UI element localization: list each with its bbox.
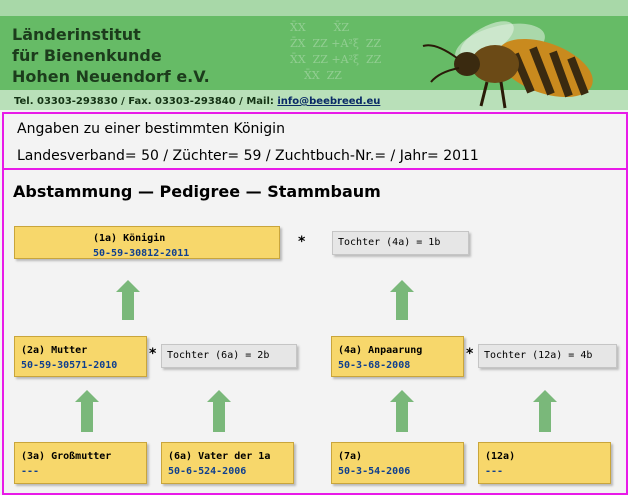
header-banner: X̄X X̄Z Z̄X ZZ +A²ξ ZZ X̄X ZZ +A²ξ ZZ X̄…: [0, 0, 628, 110]
mail-link[interactable]: info@beebreed.eu: [277, 96, 381, 107]
queen-info-panel: Angaben zu einer bestimmten Königin Land…: [2, 112, 628, 170]
node-12a-label: (12a): [485, 451, 516, 462]
pedigree-title: Abstammung — Pedigree — Stammbaum: [13, 182, 381, 201]
contact-line: Tel. 03303-293830 / Fax. 03303-293840 / …: [14, 96, 380, 107]
star-marker: *: [298, 234, 306, 250]
queen-label: (1a) Königin: [93, 233, 166, 244]
star-marker: *: [149, 346, 157, 362]
node-7a-label: (7a): [338, 451, 363, 462]
queen-info-title: Angaben zu einer bestimmten Königin: [17, 121, 285, 137]
arrow-up-icon: [207, 390, 231, 432]
daughter-6a-box: Tochter (6a) = 2b: [161, 344, 297, 368]
daughter-4a-box: Tochter (4a) = 1b: [332, 231, 469, 255]
father-id: 50-6-524-2006: [168, 466, 247, 477]
arrow-up-icon: [390, 280, 414, 320]
arrow-up-icon: [116, 280, 140, 320]
daughter-12a-box: Tochter (12a) = 4b: [478, 344, 617, 368]
institute-line: für Bienenkunde: [12, 46, 162, 65]
institute-name: Länderinstitut für Bienenkunde Hohen Neu…: [12, 24, 210, 87]
mother-label: (2a) Mutter: [21, 345, 88, 356]
mother-id: 50-59-30571-2010: [21, 360, 118, 371]
father-label: (6a) Vater der 1a: [168, 451, 271, 462]
institute-line: Länderinstitut: [12, 25, 141, 44]
grandmother-node[interactable]: (3a) Großmutter ---: [14, 442, 147, 484]
mating-label: (4a) Anpaarung: [338, 345, 423, 356]
banner-top-strip: [0, 0, 628, 16]
queen-id: 50-59-30812-2011: [93, 248, 190, 259]
node-12a[interactable]: (12a) ---: [478, 442, 611, 484]
mating-id: 50-3-68-2008: [338, 360, 411, 371]
bee-icon: [422, 21, 593, 109]
arrow-up-icon: [390, 390, 414, 432]
queen-node[interactable]: (1a) Königin 50-59-30812-2011: [14, 226, 280, 259]
contact-text: Tel. 03303-293830 / Fax. 03303-293840 / …: [14, 96, 278, 107]
mating-node[interactable]: (4a) Anpaarung 50-3-68-2008: [331, 336, 464, 377]
banner-bottom-strip: [0, 90, 628, 110]
grandmother-label: (3a) Großmutter: [21, 451, 112, 462]
mother-node[interactable]: (2a) Mutter 50-59-30571-2010: [14, 336, 147, 377]
institute-line: Hohen Neuendorf e.V.: [12, 67, 210, 86]
node-7a-id: 50-3-54-2006: [338, 466, 411, 477]
arrow-up-icon: [75, 390, 99, 432]
banner-decoration: X̄X X̄Z Z̄X ZZ +A²ξ ZZ X̄X ZZ +A²ξ ZZ X̄…: [290, 21, 382, 82]
node-12a-id: ---: [485, 466, 504, 477]
pedigree-panel: Abstammung — Pedigree — Stammbaum (1a) K…: [2, 168, 628, 495]
arrow-up-icon: [533, 390, 557, 432]
queen-info-details: Landesverband= 50 / Züchter= 59 / Zuchtb…: [17, 148, 479, 164]
grandmother-id: ---: [21, 466, 40, 477]
star-marker: *: [466, 346, 474, 362]
father-node[interactable]: (6a) Vater der 1a 50-6-524-2006: [161, 442, 294, 484]
node-7a[interactable]: (7a) 50-3-54-2006: [331, 442, 464, 484]
